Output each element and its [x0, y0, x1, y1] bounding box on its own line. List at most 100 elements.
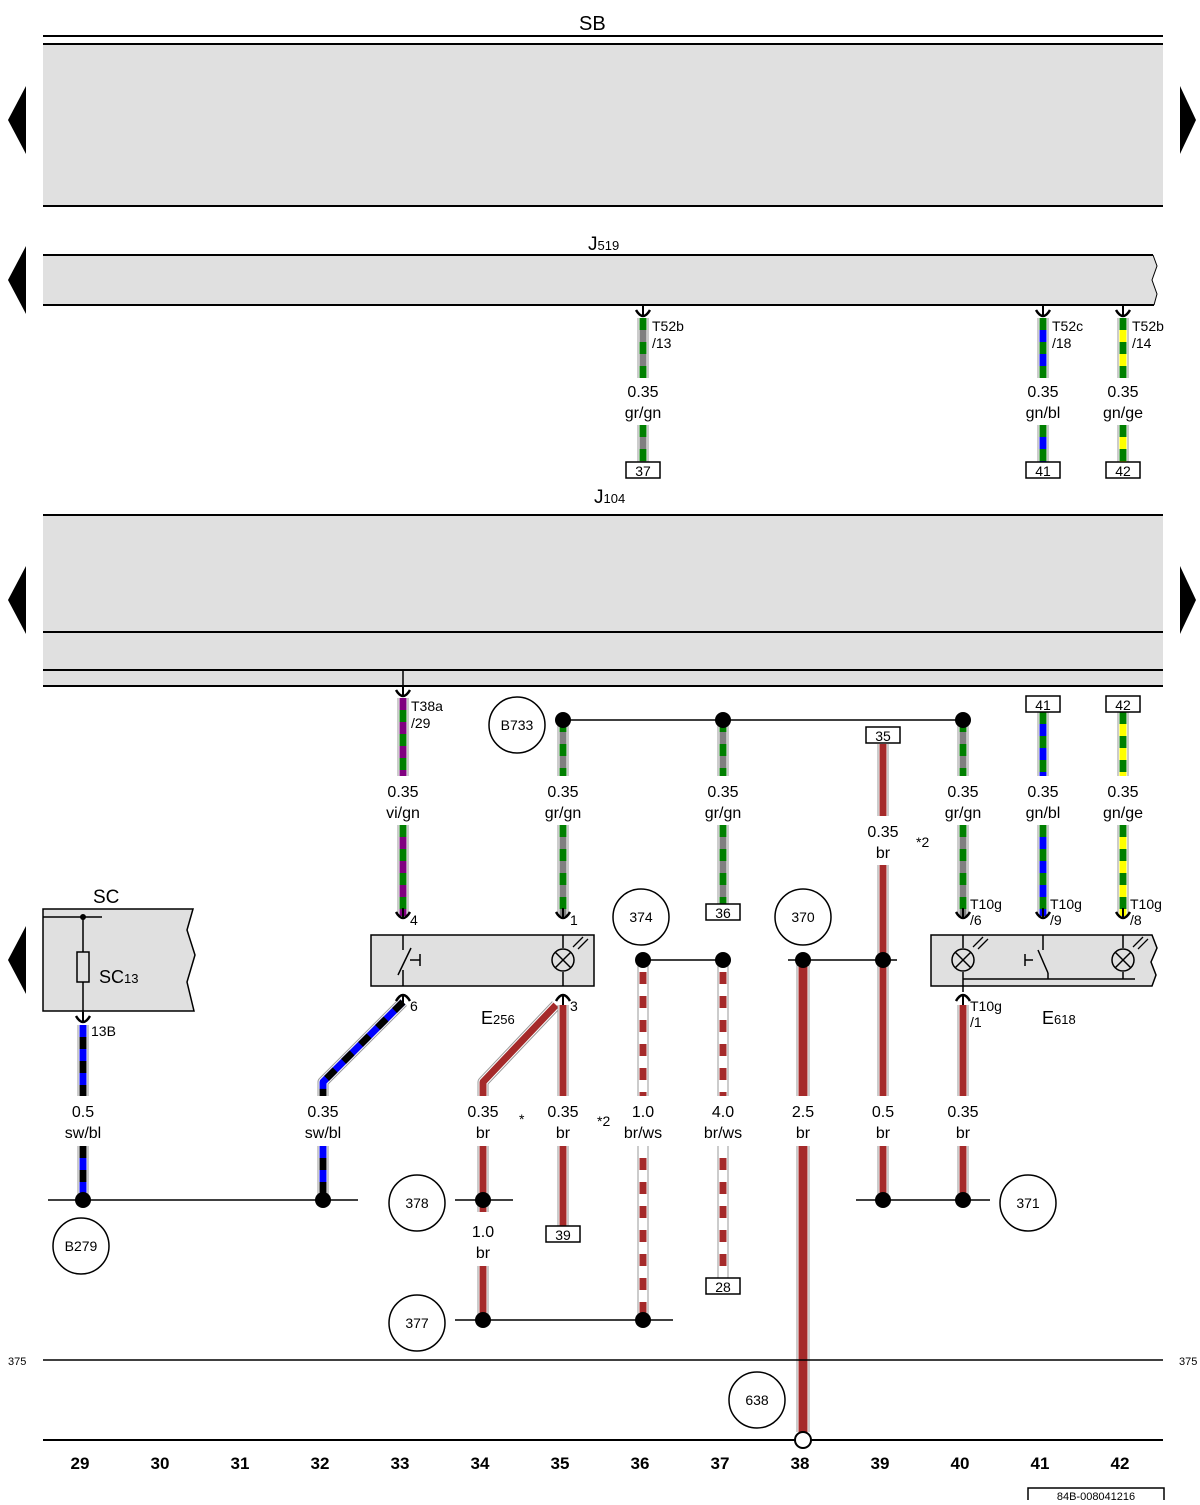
node-label-n378: 378	[405, 1195, 429, 1211]
ref-box-label-r41a: 41	[1035, 463, 1051, 479]
j519-label: J519	[588, 234, 619, 255]
column-number: 40	[951, 1454, 970, 1473]
node-circle-b733[interactable]	[488, 696, 546, 754]
column-number: 42	[1111, 1454, 1130, 1473]
column-number: 38	[791, 1454, 810, 1473]
column-number: 35	[551, 1454, 570, 1473]
nav-right-arrow-1[interactable]	[1180, 86, 1196, 154]
sc13-label: SC13	[99, 967, 138, 987]
doc-id: 84B-008041216	[1057, 1491, 1135, 1500]
ref-box-r28[interactable]	[705, 1277, 741, 1295]
nav-left-arrow-3[interactable]	[8, 566, 26, 634]
pin-t10g-6: T10g/6	[970, 896, 1002, 928]
j104-label: J104	[594, 487, 625, 508]
column-number: 37	[711, 1454, 730, 1473]
pin-e256-6: 6	[410, 998, 418, 1014]
column-number: 33	[391, 1454, 410, 1473]
ref-box-r42b[interactable]	[1105, 695, 1141, 713]
note-star: *	[519, 1111, 525, 1127]
node-label-n638: 638	[745, 1392, 769, 1408]
ref-box-r42a[interactable]	[1105, 461, 1141, 479]
ref-box-r41b[interactable]	[1025, 695, 1061, 713]
ref-box-r36[interactable]	[705, 903, 741, 921]
pin-t52b-13: T52b/13	[652, 318, 684, 351]
wire-32-top-stripe	[319, 999, 406, 1096]
pin-e256-4: 4	[410, 912, 418, 928]
lamp-icon	[551, 948, 575, 972]
column-number: 39	[871, 1454, 890, 1473]
column-number: 29	[71, 1454, 90, 1473]
pin-e256-3: 3	[570, 998, 578, 1014]
ref-box-label-r42a: 42	[1115, 463, 1131, 479]
column-number: 34	[471, 1454, 490, 1473]
node-label-n377: 377	[405, 1315, 429, 1331]
ref-box-label-r37: 37	[635, 463, 651, 479]
sb-label: SB	[579, 13, 606, 35]
pin-sc-13b: 13B	[91, 1023, 116, 1039]
column-number: 36	[631, 1454, 650, 1473]
ref-box-label-r36: 36	[715, 905, 731, 921]
switch-icon	[1037, 949, 1049, 974]
sc-panel	[42, 908, 196, 1012]
sc-label: SC	[93, 887, 119, 908]
node-circle-n638[interactable]	[728, 1371, 786, 1429]
lamp-icon	[951, 948, 975, 972]
pin-t10g-1: T10g/1	[970, 998, 1002, 1030]
node-circle-n370[interactable]	[774, 888, 832, 946]
ref-box-r37[interactable]	[625, 461, 661, 479]
ref-box-r41a[interactable]	[1025, 461, 1061, 479]
pin-e256-1: 1	[570, 912, 578, 928]
sb-panel	[43, 44, 1163, 206]
node-circle-n374[interactable]	[612, 888, 670, 946]
wires-group	[77, 318, 1129, 1432]
page-ref-right: 375	[1179, 1356, 1197, 1368]
j104-panel	[43, 515, 1163, 685]
column-number: 41	[1031, 1454, 1050, 1473]
node-label-b279: B279	[65, 1238, 98, 1254]
e618-panel	[930, 934, 1158, 987]
ref-box-label-r35: 35	[875, 728, 891, 744]
node-label-n374: 374	[629, 909, 653, 925]
pin-t38a-29: T38a/29	[411, 698, 443, 731]
note-star2-b: *2	[916, 834, 929, 850]
nav-left-arrow-1[interactable]	[8, 86, 26, 154]
ref-box-r39[interactable]	[545, 1225, 581, 1243]
node-circle-n377[interactable]	[388, 1294, 446, 1352]
note-star2-a: *2	[597, 1113, 610, 1129]
node-circle-n371[interactable]	[999, 1174, 1057, 1232]
column-number: 30	[151, 1454, 170, 1473]
node-circle-b279[interactable]	[52, 1217, 110, 1275]
switch-icon	[397, 947, 412, 976]
node-circle-n378[interactable]	[388, 1174, 446, 1232]
nav-left-arrow-4[interactable]	[8, 926, 26, 994]
nav-left-arrow-2[interactable]	[8, 246, 26, 314]
ref-box-r35[interactable]	[865, 726, 901, 744]
column-number: 31	[231, 1454, 250, 1473]
nav-right-arrow-2[interactable]	[1180, 566, 1196, 634]
node-label-n371: 371	[1016, 1195, 1040, 1211]
ground-point	[794, 1431, 812, 1449]
e256-panel	[370, 934, 595, 987]
pin-t10g-9: T10g/9	[1050, 896, 1082, 928]
